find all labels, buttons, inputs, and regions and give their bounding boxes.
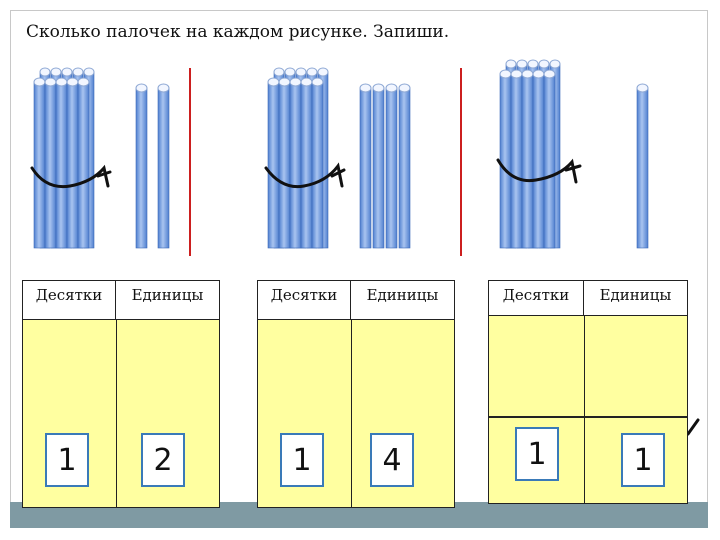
tens-answer-box[interactable]: 1 (515, 427, 559, 481)
stick-end (83, 67, 95, 77)
divider-lines (189, 68, 462, 256)
bundle-stick (77, 81, 90, 249)
stick-end (267, 77, 280, 87)
ones-header: Единицы (131, 286, 204, 304)
bundle-stick (278, 81, 291, 249)
loose-stick (359, 87, 372, 249)
stick-end (284, 67, 296, 77)
bundle-tie (30, 164, 112, 189)
bundle-tie (496, 158, 582, 184)
bundle-stick (499, 73, 512, 249)
ties (30, 158, 582, 189)
stick-end (135, 83, 148, 93)
stick-end (66, 77, 79, 87)
ones-header: Единицы (599, 286, 672, 304)
bundle-stick (289, 81, 302, 249)
loose-stick (157, 87, 170, 249)
stick-end (499, 69, 512, 79)
tens-header: Десятки (23, 281, 116, 319)
stick-end (300, 77, 313, 87)
stick-end (157, 83, 170, 93)
stick-end (77, 77, 90, 87)
bundle-stick (300, 81, 313, 249)
stick-end (306, 67, 318, 77)
bundle-stick (44, 81, 57, 249)
stick-end (549, 59, 561, 69)
stick-end (44, 77, 57, 87)
ones-answer-box[interactable]: 2 (141, 433, 185, 487)
stick-end (510, 69, 523, 79)
bundle-stick (267, 81, 280, 249)
bundle-stick (543, 73, 556, 249)
stick-end (516, 59, 528, 69)
bundle-stick (311, 81, 324, 249)
stick-end (521, 69, 534, 79)
loose-stick (135, 87, 148, 249)
loose-stick (385, 87, 398, 249)
stick-end (538, 59, 550, 69)
stick-end (317, 67, 329, 77)
stick-end (505, 59, 517, 69)
bundle-stick (33, 81, 46, 249)
loose-stick (636, 87, 649, 249)
stick-end (273, 67, 285, 77)
stick-end (385, 83, 398, 93)
ones-answer-box[interactable]: 1 (621, 433, 665, 487)
loose-stick (372, 87, 385, 249)
stick-end (55, 77, 68, 87)
stick-end (636, 83, 649, 93)
place-value-table-3: Десятки Единицы 1 1 (488, 280, 688, 504)
stick-end (278, 77, 291, 87)
bundle-stick (510, 73, 523, 249)
ones-answer-box[interactable]: 4 (370, 433, 414, 487)
stick-end (72, 67, 84, 77)
stick-end (295, 67, 307, 77)
bundle-stick (66, 81, 79, 249)
tens-header: Десятки (489, 281, 584, 319)
stick-end (33, 77, 46, 87)
bundle-stick (532, 73, 545, 249)
loose-stick (398, 87, 411, 249)
task-title: Сколько палочек на каждом рисунке. Запиш… (26, 22, 450, 42)
stick-end (39, 67, 51, 77)
bundle-stick (521, 73, 534, 249)
tens-answer-box[interactable]: 1 (45, 433, 89, 487)
tens-header: Десятки (258, 281, 351, 319)
bundle-stick (55, 81, 68, 249)
place-value-table-2: Десятки Единицы 1 4 (257, 280, 455, 508)
tens-answer-box[interactable]: 1 (280, 433, 324, 487)
stick-end (311, 77, 324, 87)
stick-end (543, 69, 556, 79)
bundle-tie (264, 162, 346, 189)
stick-end (61, 67, 73, 77)
stick-end (50, 67, 62, 77)
stick-end (532, 69, 545, 79)
ones-header: Единицы (366, 286, 439, 304)
stick-end (359, 83, 372, 93)
stick-end (527, 59, 539, 69)
stick-end (372, 83, 385, 93)
stick-end (289, 77, 302, 87)
stick-end (398, 83, 411, 93)
place-value-table-1: Десятки Единицы 1 2 (22, 280, 220, 508)
